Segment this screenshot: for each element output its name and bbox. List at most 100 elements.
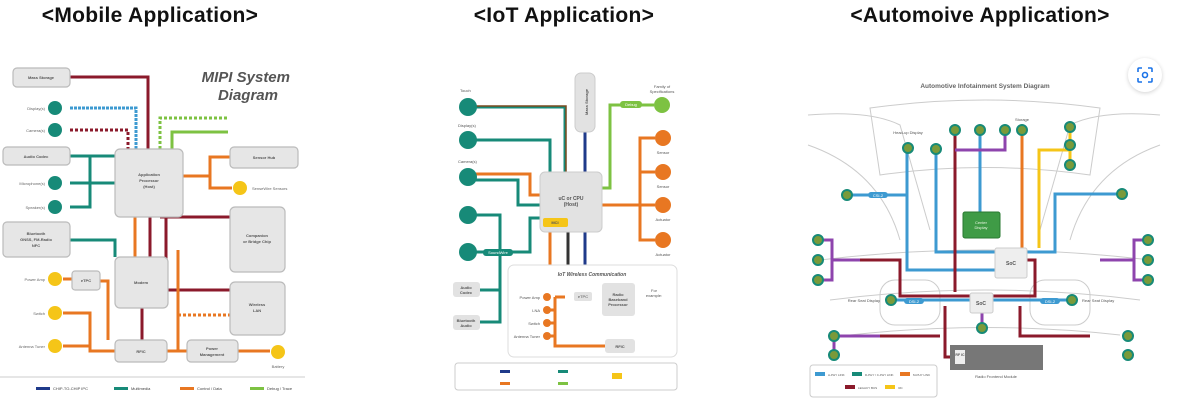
- label: Power Amp: [520, 295, 541, 300]
- legend-label: M-PHY LINK: [913, 373, 930, 377]
- actuator-icon: [655, 232, 671, 248]
- sensor-icon: [655, 164, 671, 180]
- switch-icon: [48, 306, 62, 320]
- label: Application: [138, 172, 160, 177]
- label: Power: [206, 346, 218, 351]
- label: Sensor: [657, 184, 670, 189]
- label: RFIC: [136, 349, 145, 354]
- sensor-icon: [233, 181, 247, 195]
- label: example:: [646, 293, 662, 298]
- label: uC or CPU: [559, 196, 584, 202]
- label: Display(s): [27, 106, 45, 111]
- title-mobile: <Mobile Application>: [41, 4, 259, 27]
- label: or Bridge Chip: [243, 239, 271, 244]
- label: Head-up Display: [893, 130, 923, 135]
- label: LAN: [253, 308, 261, 313]
- label: Audio Codec: [24, 154, 49, 159]
- label: Bluetooth: [457, 318, 476, 323]
- microphone-icon: [459, 206, 477, 224]
- center-display: [962, 211, 1001, 239]
- mipi-heading: MIPI System: [202, 69, 290, 86]
- label: SenseWire Sensors: [252, 186, 287, 191]
- label: Display: [974, 225, 987, 230]
- iot-diagram: Mass Storage uC or CPU (Host) MCI Touch …: [453, 72, 678, 391]
- power-amp-icon: [48, 272, 62, 286]
- label: Antenna Tuner: [514, 334, 541, 339]
- label: Mass Storage: [584, 88, 589, 115]
- label: Battery: [272, 364, 285, 369]
- soc-box: [994, 247, 1028, 279]
- label: Audio: [460, 285, 472, 290]
- label: Speaker(s): [25, 205, 45, 210]
- microphone-icon: [48, 176, 62, 190]
- display-icon: [48, 101, 62, 115]
- label: Sensor Hub: [253, 155, 276, 160]
- label: GNSS, FM-Radio: [20, 237, 52, 242]
- label: SoC: [976, 301, 986, 307]
- label: Processor: [139, 178, 159, 183]
- iot-wireless-box: [507, 264, 678, 358]
- legend-label: A-PHY LINK: [828, 373, 845, 377]
- auto-diagram-title: Automotive Infotainment System Diagram: [920, 83, 1050, 90]
- label: Family of: [654, 84, 671, 89]
- label: Radio: [612, 292, 624, 297]
- lens-icon: [1137, 67, 1153, 83]
- visual-search-button[interactable]: [1128, 58, 1162, 92]
- label: Display(s): [458, 123, 476, 128]
- camera-icon: [459, 168, 477, 186]
- label: Companion: [246, 233, 269, 238]
- antenna-icon: [48, 339, 62, 353]
- title-automotive: <Automoive Application>: [850, 4, 1110, 27]
- label: (Host): [564, 202, 579, 208]
- label: Sensor: [657, 150, 670, 155]
- label: Management: [200, 352, 225, 357]
- label: Center: [975, 220, 988, 225]
- camera-icon: [48, 123, 62, 137]
- label: Camera(s): [26, 128, 46, 133]
- legend-label: Control / Data: [197, 386, 222, 391]
- label: Switch: [528, 321, 540, 326]
- label: LNA: [532, 308, 540, 313]
- label: CSI-2: [873, 193, 884, 198]
- label: Rear Seat Display: [1082, 298, 1114, 303]
- label: Baseband: [608, 297, 628, 302]
- actuator-icon: [655, 197, 671, 213]
- label: SoundWire: [488, 250, 509, 255]
- label: Radio Frontend Module: [975, 374, 1018, 379]
- label: eTPC: [578, 294, 588, 299]
- label: Storage: [1015, 117, 1030, 122]
- mobile-legend: CHIP-TO-CHIP IPC Multimedia Control / Da…: [36, 386, 293, 391]
- label: MCI: [551, 220, 558, 225]
- label: Rear Seat Display: [848, 298, 880, 303]
- legend-label: LEGACY BUS: [858, 386, 877, 390]
- radio-frontend-module: [950, 345, 1043, 370]
- label: Modem: [134, 280, 148, 285]
- label: RFIC: [615, 344, 624, 349]
- sensor-icon: [655, 130, 671, 146]
- label: DSI-2: [1045, 299, 1056, 304]
- label: Actuator: [656, 217, 672, 222]
- mobile-diagram: Mass Storage Audio Codec Bluetooth GNSS,…: [0, 67, 305, 391]
- mass-storage-box: [12, 67, 71, 88]
- touch-icon: [459, 98, 477, 116]
- label: Power Amp: [25, 277, 46, 282]
- label: Mass Storage: [28, 75, 55, 80]
- battery-icon: [271, 345, 285, 359]
- automotive-diagram: Automotive Infotainment System Diagram C…: [807, 83, 1161, 398]
- label: IoT Wireless Communication: [558, 272, 627, 278]
- label: Wireless: [249, 302, 266, 307]
- legend-label: Debug / Trace: [267, 386, 293, 391]
- label: eTPC: [81, 278, 91, 283]
- label: Debug: [625, 102, 637, 107]
- label: DSI-2: [909, 299, 920, 304]
- label: Specifications: [650, 89, 675, 94]
- label: RF IC: [955, 353, 965, 357]
- debug-icon: [654, 97, 670, 113]
- label: Codec: [460, 290, 473, 295]
- label: Audio: [460, 323, 472, 328]
- label: Antenna Tuner: [19, 344, 46, 349]
- display-icon: [459, 131, 477, 149]
- speaker-icon: [48, 200, 62, 214]
- legend-label: D-PHY / C-PHY LINK: [865, 373, 894, 377]
